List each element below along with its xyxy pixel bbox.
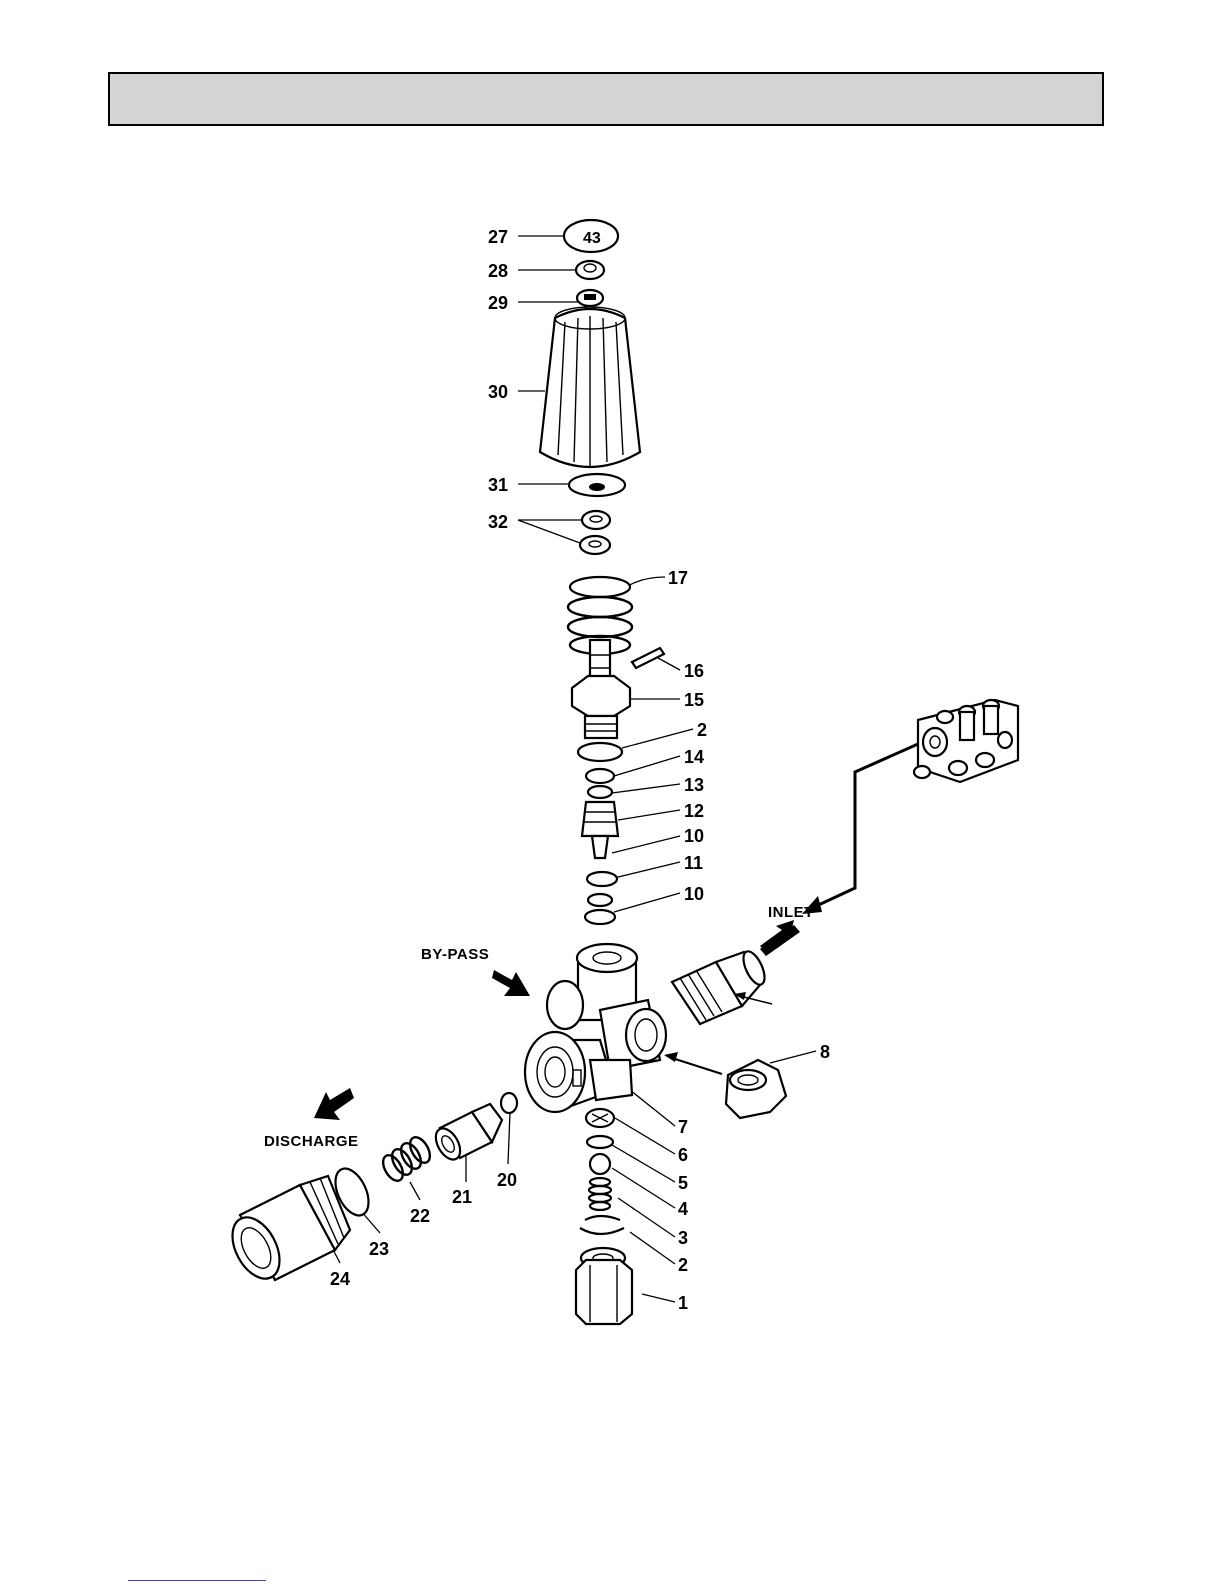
label-2-upper: 2 [697, 720, 707, 740]
label-27: 27 [488, 227, 508, 247]
oring-13 [588, 786, 612, 798]
label-28: 28 [488, 261, 508, 281]
label-17: 17 [668, 568, 688, 588]
label-14: 14 [684, 747, 704, 767]
svg-text:43: 43 [583, 230, 601, 247]
label-29: 29 [488, 293, 508, 313]
piston-12 [582, 802, 618, 858]
plug-8 [726, 1060, 786, 1118]
label-5: 5 [678, 1173, 688, 1193]
label-10-lower: 10 [684, 884, 704, 904]
label-12: 12 [684, 801, 704, 821]
washer-29 [577, 290, 603, 306]
inlet-leader-arrow [802, 744, 918, 914]
label-2-lower: 2 [678, 1255, 688, 1275]
oring-20 [501, 1093, 517, 1113]
label-6: 6 [678, 1145, 688, 1165]
footer-link-underline[interactable] [128, 1580, 266, 1581]
label-31: 31 [488, 475, 508, 495]
label-32: 32 [488, 512, 508, 532]
label-4: 4 [678, 1199, 688, 1219]
label-20: 20 [497, 1170, 517, 1190]
oring-2-upper [578, 743, 622, 761]
ball-4 [590, 1154, 610, 1174]
label-13: 13 [684, 775, 704, 795]
label-23: 23 [369, 1239, 389, 1259]
washer-5 [587, 1136, 613, 1148]
knob-30 [540, 307, 640, 467]
label-10-upper: 10 [684, 826, 704, 846]
label-24: 24 [330, 1269, 350, 1289]
label-8: 8 [820, 1042, 830, 1062]
spring-3 [589, 1178, 611, 1210]
bypass-caption: BY-PASS [421, 946, 489, 963]
washers-32 [580, 511, 610, 554]
stem-15 [572, 640, 630, 738]
spring-22 [379, 1134, 434, 1184]
discharge-flow-arrow [314, 1088, 354, 1120]
label-15: 15 [684, 690, 704, 710]
bypass-flow-arrow [492, 970, 530, 996]
label-11: 11 [684, 853, 703, 873]
washer-31 [569, 474, 625, 496]
cap-nut-1 [576, 1248, 632, 1324]
check-valve-21 [431, 1104, 502, 1164]
washer-14 [586, 769, 614, 783]
label-30: 30 [488, 382, 508, 402]
label-22: 22 [410, 1206, 430, 1226]
inlet-flow-arrow [760, 920, 800, 956]
seat-6 [586, 1109, 614, 1127]
label-3: 3 [678, 1228, 688, 1248]
label-1: 1 [678, 1293, 688, 1313]
cap-27: 43 [564, 220, 618, 252]
oring-2-lower [580, 1216, 624, 1234]
label-21: 21 [452, 1187, 472, 1207]
valve-body-7 [525, 944, 666, 1112]
pointer-arrow-plug [664, 1052, 722, 1074]
nut-28 [576, 261, 604, 279]
discharge-caption: DISCHARGE [264, 1133, 359, 1150]
label-7: 7 [678, 1117, 688, 1137]
label-16: 16 [684, 661, 704, 681]
rings-10-11 [585, 872, 617, 924]
inlet-fitting [672, 948, 769, 1024]
pump-manifold [914, 700, 1018, 782]
